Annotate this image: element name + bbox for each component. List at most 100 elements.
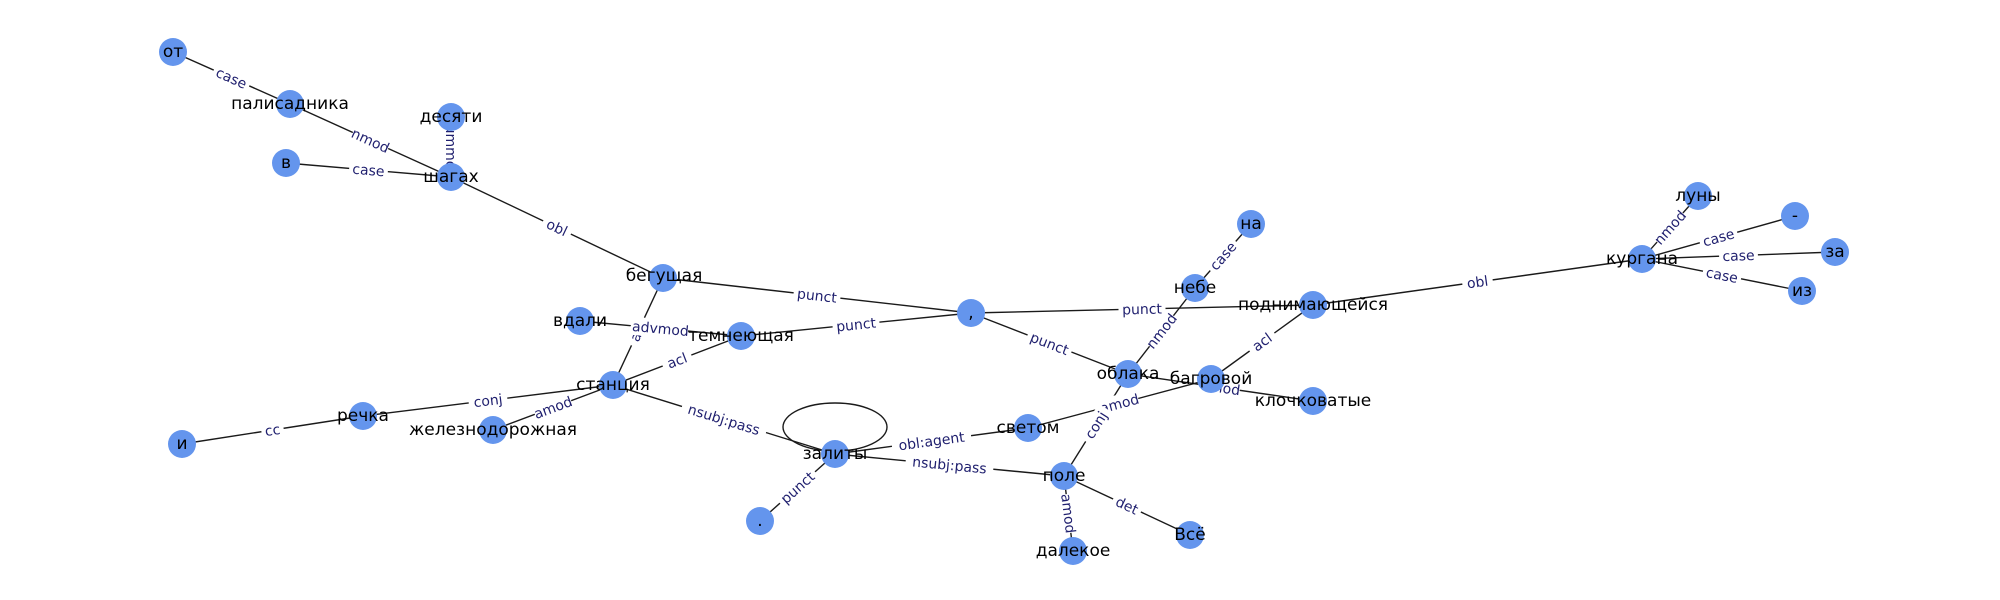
node-label-podnimayuscheysya: поднимающейся: [1238, 295, 1388, 315]
edge-label-punct: punct: [831, 313, 881, 336]
node-svetom[interactable]: [1014, 414, 1042, 442]
node-podnimayuscheysya[interactable]: [1299, 291, 1327, 319]
node-label-oblaka: облака: [1097, 364, 1160, 384]
edge-label-text: case: [352, 162, 385, 181]
node-label-comma: ,: [968, 303, 973, 323]
node-label-dalekoe: далекое: [1036, 541, 1111, 561]
edge-label-cc: cc: [260, 419, 285, 441]
edge-label-text: amod: [1057, 493, 1078, 534]
node-bagrovoy[interactable]: [1197, 365, 1225, 393]
edge-label-case: case: [210, 61, 253, 95]
node-desyati[interactable]: [437, 103, 465, 131]
edge-label-text: cc: [264, 422, 282, 440]
edge-label-obl-agent: obl:agent: [890, 426, 973, 456]
edge-label-case: case: [1718, 245, 1759, 266]
edge-label-acl: acl: [1244, 325, 1280, 359]
edge-label-text: punct: [796, 286, 838, 306]
edge-label-text: punct: [835, 316, 877, 336]
node-label-nebe: небе: [1174, 278, 1217, 298]
node-label-stantsiya: станция: [576, 375, 650, 395]
node-iz[interactable]: [1788, 277, 1816, 305]
node-luny[interactable]: [1684, 182, 1712, 210]
edge-label-text: obl: [1466, 274, 1489, 293]
edge-label-text: nsubj:pass: [686, 402, 762, 439]
edge-label-text: nsubj:pass: [912, 454, 988, 477]
edge-label-conj: conj: [467, 389, 509, 412]
node-label-rechka: речка: [337, 406, 389, 426]
nodes-layer: [159, 38, 1849, 565]
node-label-kurgana: кургана: [1606, 249, 1678, 269]
node-ot[interactable]: [159, 38, 187, 66]
edge-label-text: acl: [665, 350, 690, 372]
edge-label-conj: conj: [1078, 403, 1114, 447]
node-oblaka[interactable]: [1114, 360, 1142, 388]
node-label-i: и: [176, 434, 187, 454]
node-label-vse: Всё: [1174, 525, 1205, 545]
node-beguschaya[interactable]: [649, 264, 677, 292]
edge-label-advmod: advmod: [631, 316, 689, 340]
edge-label-case: case: [1701, 262, 1743, 288]
edge-label-text: case: [1704, 265, 1739, 287]
node-shagah[interactable]: [437, 163, 465, 191]
edge-label-case: case: [348, 159, 389, 181]
node-temneyuschaya[interactable]: [727, 322, 755, 350]
node-label-desyati: десяти: [420, 107, 483, 127]
node-klochkovatye[interactable]: [1299, 387, 1327, 415]
node-dalekoe[interactable]: [1059, 537, 1087, 565]
node-dash[interactable]: [1781, 202, 1809, 230]
node-label-svetom: светом: [997, 418, 1060, 438]
node-label-zheleznodorozhnaya: железнодорожная: [409, 420, 577, 440]
node-label-iz: из: [1792, 281, 1812, 301]
edge-label-det: det: [1109, 490, 1145, 521]
node-v[interactable]: [272, 149, 300, 177]
node-label-vdali: вдали: [553, 311, 607, 331]
node-palisadnika[interactable]: [276, 90, 304, 118]
node-stantsiya[interactable]: [599, 371, 627, 399]
edge-label-punct: punct: [1118, 299, 1166, 319]
edge-label-punct: punct: [1024, 326, 1075, 361]
node-label-shagah: шагах: [423, 167, 478, 187]
node-vdali[interactable]: [566, 307, 594, 335]
node-dot[interactable]: [746, 507, 774, 535]
node-i[interactable]: [168, 430, 196, 458]
node-kurgana[interactable]: [1628, 245, 1656, 273]
node-label-luny: луны: [1675, 186, 1720, 206]
node-label-dot: .: [757, 511, 762, 531]
edge-label-text: conj: [473, 392, 504, 411]
edge-label-nummod: nummod: [442, 116, 460, 178]
edge-label-case: case: [1203, 235, 1243, 277]
node-labels-layer: от палисадника десяти в шагах бегущая вдали тем…: [163, 42, 1845, 561]
edge-label-amod: amod: [1057, 493, 1080, 534]
edge-label-acl: acl: [659, 346, 695, 375]
node-label-temneyuschaya: темнеющая: [688, 326, 794, 346]
node-label-v: в: [281, 153, 291, 173]
node-vse[interactable]: [1176, 521, 1204, 549]
edge-label-punct: punct: [792, 283, 842, 308]
node-zality[interactable]: [821, 440, 849, 468]
edge-labels-layer: case nmod nummod case obl punct acl advmod punct…: [210, 61, 1759, 534]
node-label-na: на: [1240, 214, 1262, 234]
edge-label-text: nummod: [442, 116, 458, 178]
node-za[interactable]: [1821, 238, 1849, 266]
node-zheleznodorozhnaya[interactable]: [479, 416, 507, 444]
edge-label-nmod: nmod: [349, 124, 392, 157]
node-label-beguschaya: бегущая: [626, 266, 703, 286]
edge-label-punct: punct: [773, 465, 822, 510]
edge-label-text: case: [213, 65, 249, 93]
node-label-palisadnika: палисадника: [231, 94, 349, 114]
node-label-pole: поле: [1043, 466, 1086, 486]
node-label-bagrovoy: багровой: [1170, 369, 1253, 389]
node-label-ot: от: [163, 42, 183, 62]
edge-label-nmod: nmod: [1650, 207, 1690, 248]
edge-label-nsubj-pass: nsubj:pass: [679, 397, 769, 442]
node-na[interactable]: [1237, 210, 1265, 238]
edge-label-text: advmod: [631, 319, 689, 340]
node-nebe[interactable]: [1181, 274, 1209, 302]
node-rechka[interactable]: [349, 402, 377, 430]
node-pole[interactable]: [1050, 462, 1078, 490]
node-comma[interactable]: [957, 299, 985, 327]
edge-label-obl: obl: [539, 212, 575, 243]
edge-label-amod: amod: [531, 392, 575, 423]
node-label-za: за: [1825, 242, 1844, 262]
